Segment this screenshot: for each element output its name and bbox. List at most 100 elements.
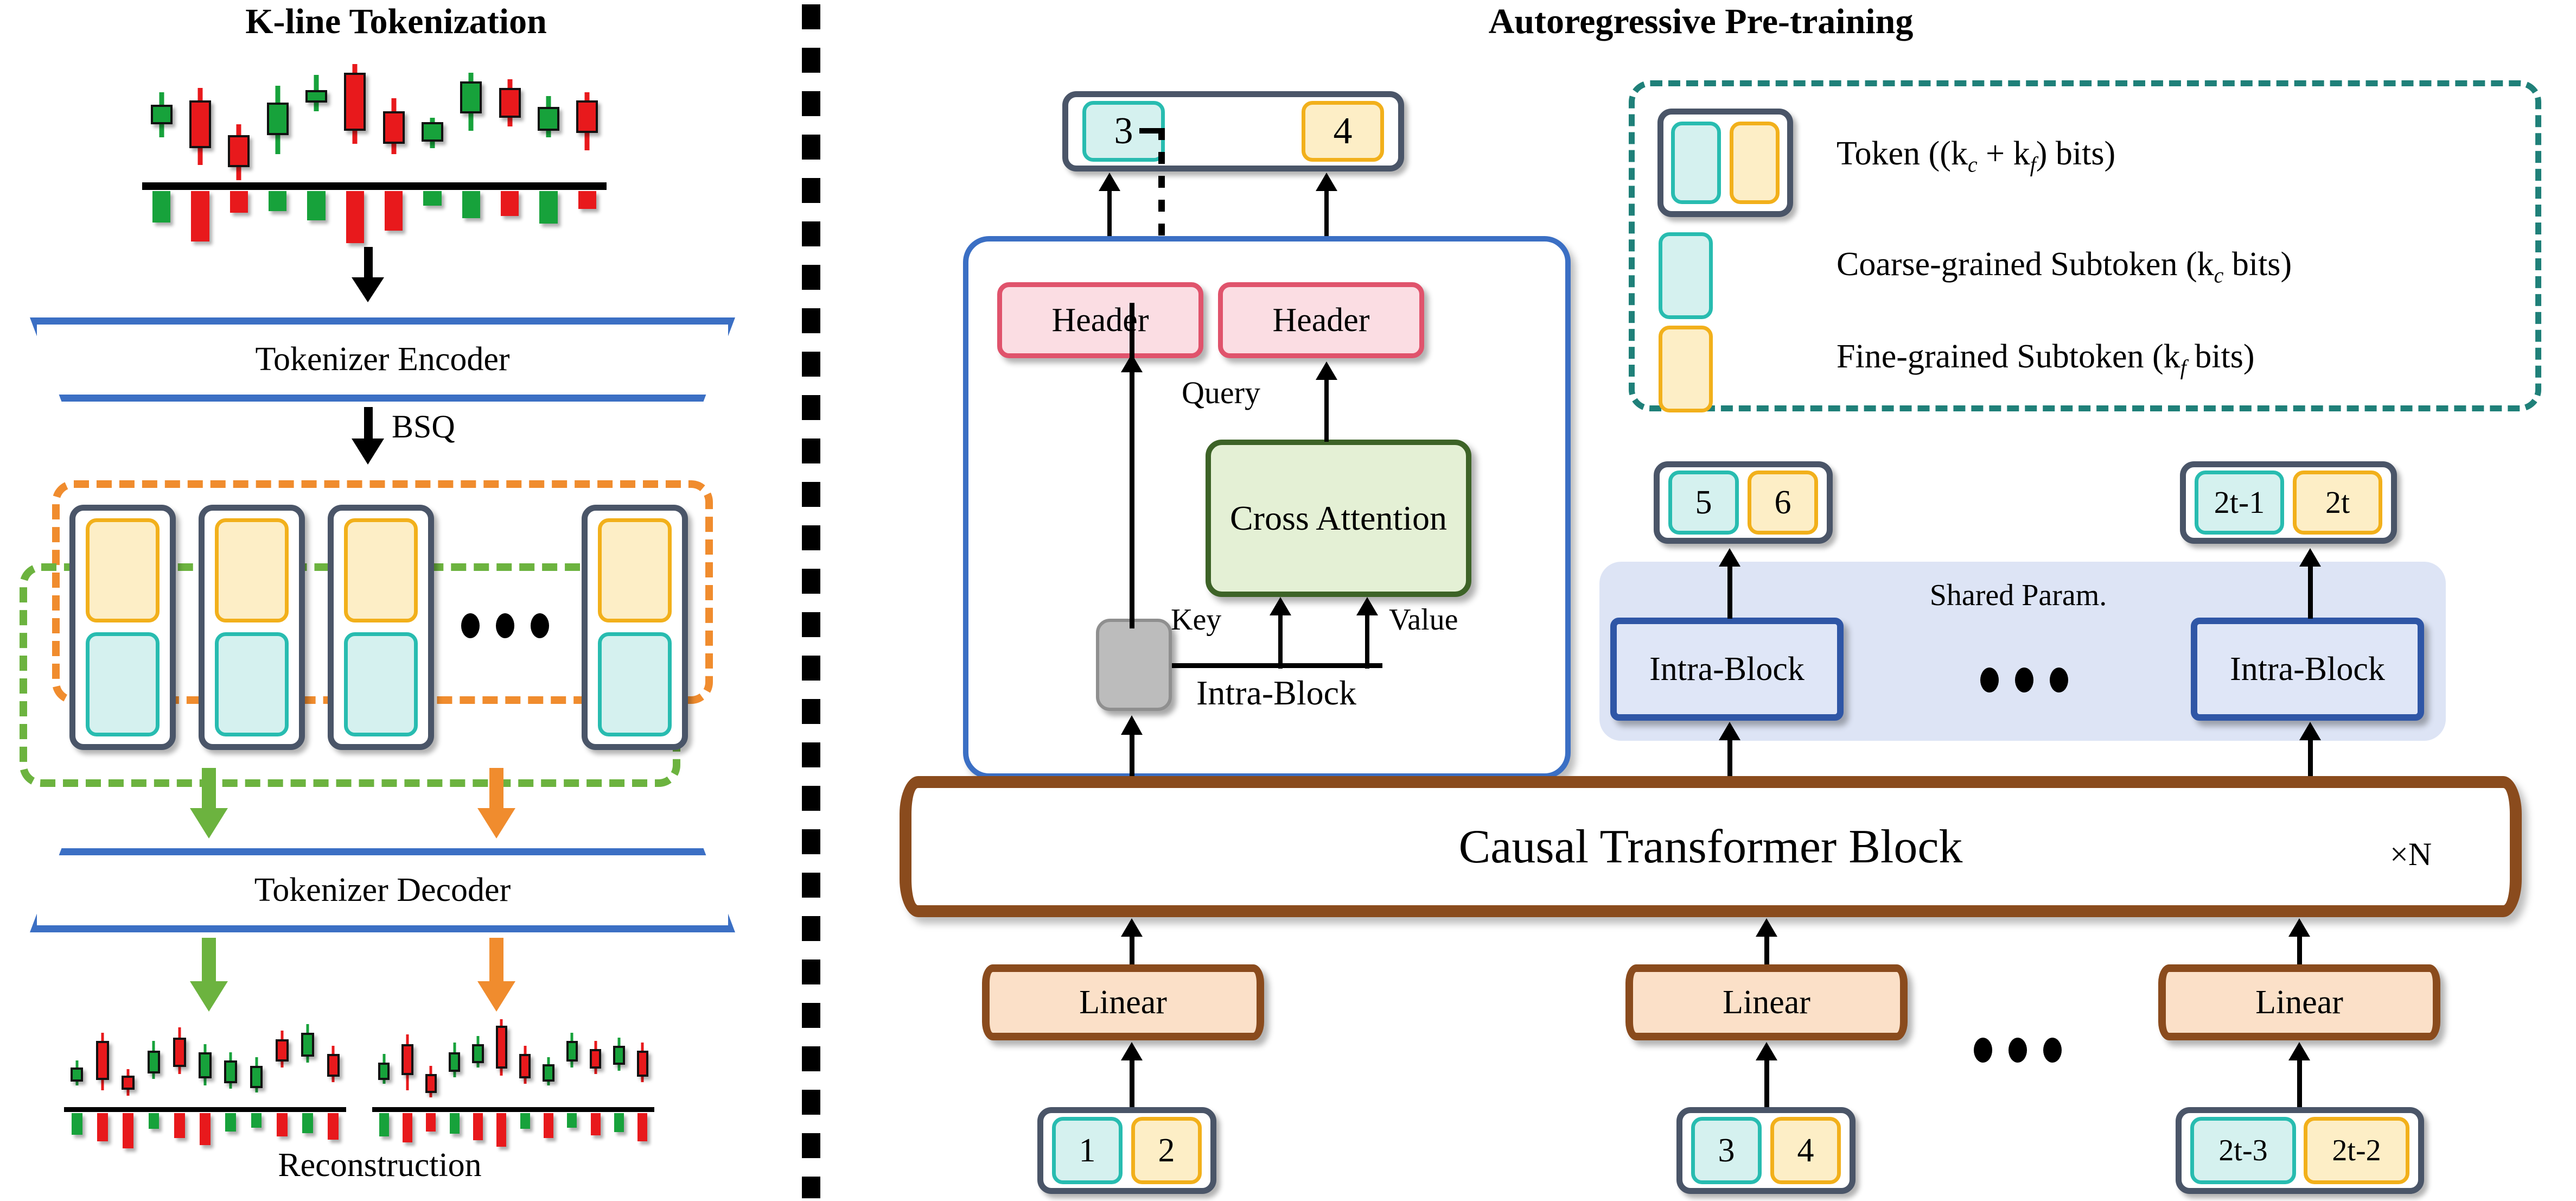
input-token-1-fine[interactable]: 2 — [1131, 1117, 1202, 1184]
input-token-box-1[interactable]: 1 2 — [1037, 1107, 1216, 1194]
stack-token-2[interactable] — [199, 505, 305, 750]
candle — [70, 1016, 84, 1107]
output-coarse-subtoken[interactable]: 3 — [1082, 101, 1165, 162]
volume-bar — [637, 1113, 648, 1141]
volume-bar — [496, 1113, 507, 1147]
output-token-box[interactable]: 3 4 — [1062, 91, 1404, 171]
volume-bar — [328, 1113, 339, 1140]
stack-token-1[interactable] — [69, 505, 176, 750]
header-block-2[interactable]: Header — [1218, 282, 1424, 358]
input-token-2-fine[interactable]: 4 — [1770, 1117, 1841, 1184]
mid-token-box-2[interactable]: 2t-1 2t — [2180, 461, 2397, 544]
stack-token-4-coarse[interactable] — [598, 632, 672, 736]
arrow-header1-to-output — [1099, 173, 1120, 239]
volume-bar — [379, 1113, 389, 1136]
legend-fine-sub: f — [2180, 355, 2186, 380]
stack-ellipsis — [461, 613, 549, 638]
input-token-box-3[interactable]: 2t-3 2t-2 — [2176, 1107, 2424, 1194]
shared-param-label: Shared Param. — [1915, 580, 2121, 612]
mid-token-2-fine[interactable]: 2t — [2293, 471, 2382, 535]
chart-baseline — [142, 182, 607, 190]
mid-token-2-coarse[interactable]: 2t-1 — [2195, 471, 2284, 535]
mid-token-box-1[interactable]: 5 6 — [1654, 461, 1833, 544]
legend-fine-text-b: bits) — [2186, 338, 2255, 375]
left-panel-title: K-line Tokenization — [245, 2, 547, 41]
causal-transformer-block[interactable]: Causal Transformer Block — [900, 776, 2522, 917]
linear-block-1-label: Linear — [1079, 983, 1167, 1021]
linear-block-2[interactable]: Linear — [1625, 964, 1908, 1040]
mid-token-1-coarse[interactable]: 5 — [1668, 471, 1739, 535]
stack-token-4-fine[interactable] — [598, 518, 672, 622]
candle — [147, 1016, 161, 1107]
stack-token-4[interactable] — [582, 505, 688, 750]
input-token-2-coarse[interactable]: 3 — [1691, 1117, 1762, 1184]
legend-token-sub-f: f — [2030, 152, 2036, 177]
stack-token-3-coarse[interactable] — [344, 632, 418, 736]
arrow-value — [1356, 597, 1378, 669]
shared-param-text: Shared Param. — [1929, 579, 2107, 612]
mid-token-1-coarse-value: 5 — [1695, 484, 1712, 521]
linear-block-1[interactable]: Linear — [982, 964, 1264, 1040]
input-token-1-coarse[interactable]: 1 — [1052, 1117, 1123, 1184]
state-cell[interactable] — [1096, 619, 1172, 711]
arrow-decoder-to-recon-a — [190, 938, 228, 1014]
volume-bar — [423, 191, 442, 206]
output-fine-subtoken[interactable]: 4 — [1302, 101, 1384, 162]
mid-token-1-fine-value: 6 — [1774, 484, 1791, 521]
volume-bar — [384, 191, 403, 231]
stack-token-2-fine[interactable] — [215, 518, 289, 622]
token-stack — [69, 505, 688, 760]
arrow-token3-to-linear3 — [2288, 1042, 2310, 1111]
mid-token-1-fine[interactable]: 6 — [1748, 471, 1818, 535]
volume-bar — [71, 1113, 82, 1135]
input-token-3-coarse[interactable]: 2t-3 — [2190, 1117, 2296, 1184]
legend-token-text-c: ) bits) — [2036, 135, 2116, 172]
arrow-ctb-to-ib1 — [1719, 722, 1740, 793]
intra-block-1[interactable]: Intra-Block — [1610, 618, 1844, 721]
volume-bar — [200, 1113, 211, 1145]
stack-token-1-fine[interactable] — [86, 518, 160, 622]
stack-token-2-coarse[interactable] — [215, 632, 289, 736]
arrow-linear1-to-ctb — [1121, 918, 1143, 982]
arrow-encoder-to-tokens — [352, 407, 384, 465]
candle — [589, 1016, 602, 1107]
legend-coarse-text: Coarse-grained Subtoken (kc bits) — [1837, 245, 2292, 288]
tokenizer-encoder[interactable]: Tokenizer Encoder — [30, 317, 735, 402]
arrow-attn-to-header2 — [1316, 361, 1337, 442]
arrow-coarse-to-decoder — [190, 768, 228, 838]
candle — [519, 1016, 531, 1107]
intra-block-2-label: Intra-Block — [2230, 650, 2385, 688]
candle — [122, 1016, 135, 1107]
output-coarse-value: 3 — [1114, 110, 1133, 152]
candle — [228, 64, 250, 182]
linear-block-3[interactable]: Linear — [2158, 964, 2440, 1040]
input-token-3-fine[interactable]: 2t-2 — [2304, 1117, 2409, 1184]
shared-param-ellipsis — [1980, 668, 2068, 692]
stack-token-3[interactable] — [328, 505, 434, 750]
arrow-header2-to-output — [1316, 173, 1337, 239]
legend-fine-text: Fine-grained Subtoken (kf bits) — [1837, 338, 2255, 380]
volume-bar — [567, 1113, 577, 1128]
mid-token-2-coarse-value: 2t-1 — [2214, 485, 2265, 520]
tokenizer-decoder[interactable]: Tokenizer Decoder — [30, 848, 735, 932]
cross-attention-block[interactable]: Cross Attention — [1206, 440, 1471, 597]
chart-baseline — [64, 1107, 346, 1112]
intra-block-2[interactable]: Intra-Block — [2191, 618, 2424, 721]
stack-token-1-coarse[interactable] — [86, 632, 160, 736]
candle — [472, 1016, 484, 1107]
volume-bar — [307, 191, 326, 220]
header-block-1[interactable]: Header — [997, 282, 1203, 358]
arrow-ib1-to-midtoken1 — [1719, 548, 1740, 619]
volume-bar — [578, 191, 597, 209]
arrow-ib2-to-midtoken2 — [2299, 548, 2321, 619]
stack-token-3-fine[interactable] — [344, 518, 418, 622]
arrow-token1-to-linear1 — [1121, 1042, 1143, 1111]
volume-bar — [426, 1113, 436, 1132]
arrow-into-state-cell — [1121, 715, 1143, 797]
input-token-box-2[interactable]: 3 4 — [1676, 1107, 1856, 1194]
source-kline-chart — [142, 64, 607, 243]
volume-bar — [346, 191, 365, 243]
candle — [422, 64, 443, 182]
candle — [305, 64, 327, 182]
legend-token-swatch — [1657, 109, 1793, 217]
